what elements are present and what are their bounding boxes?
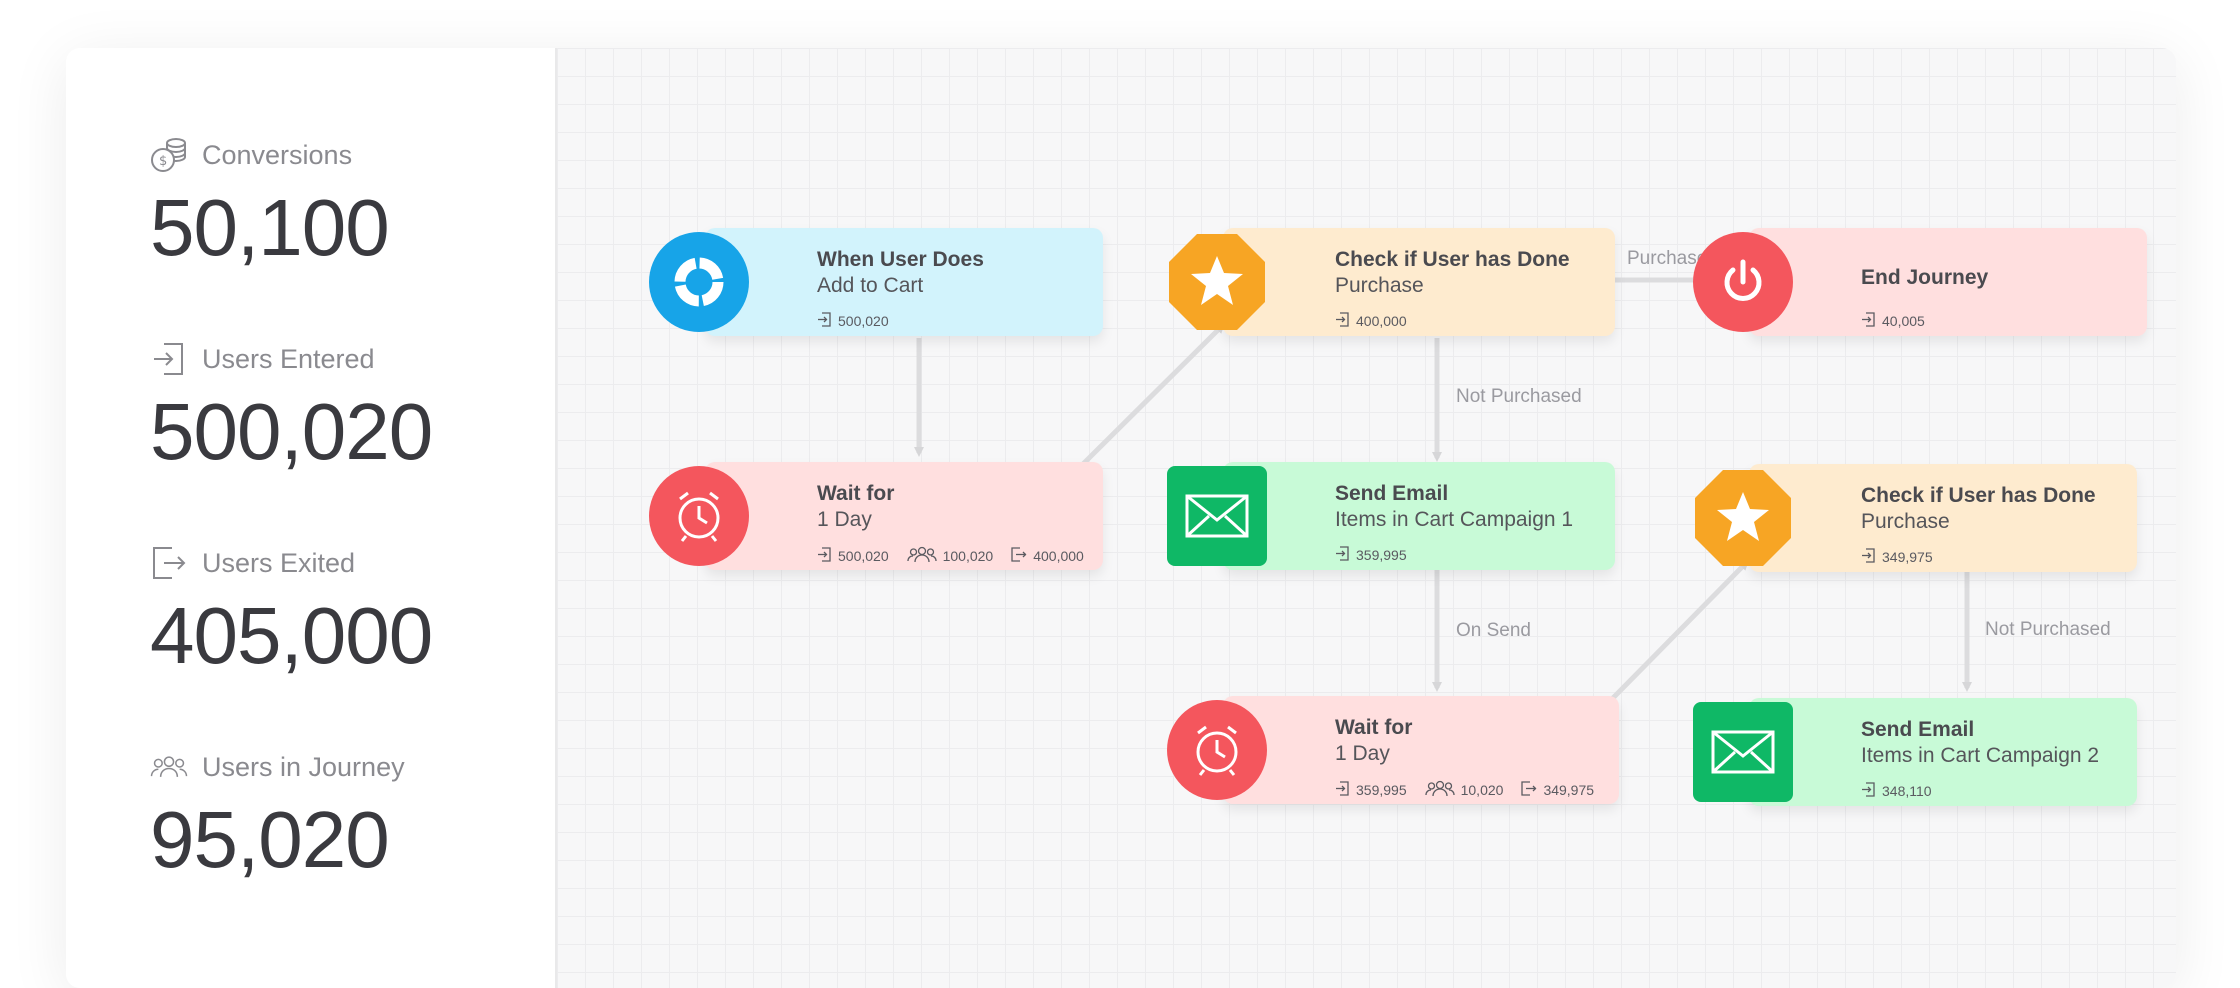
exit-icon (1011, 547, 1027, 565)
stat-value: 405,000 (150, 591, 433, 680)
stat-label: Users Exited (202, 547, 356, 578)
coins-icon: $ (150, 136, 188, 174)
stat-users-exited: Users Exited 405,000 (150, 544, 433, 680)
node-title: Check if User has Done (1861, 484, 2096, 507)
journey-card: $ Conversions 50,100 Users Entered 500,0… (66, 48, 2176, 988)
exit-icon (150, 544, 188, 582)
stat-label: Users in Journey (202, 751, 405, 782)
node-title: When User Does (817, 248, 984, 271)
exited-count: 349,975 (1543, 782, 1595, 798)
enter-icon (1861, 548, 1876, 566)
node-subtitle: Items in Cart Campaign 1 (1335, 508, 1574, 531)
entered-count: 40,005 (1882, 313, 1925, 329)
node-check-if-user-has-done-1[interactable]: Check if User has Done Purchase 400,000 (1169, 228, 1615, 336)
users-icon (906, 546, 937, 566)
edge-wait2-check2 (1609, 560, 1749, 702)
edge-label-not-purchased: Not Purchased (1456, 386, 1582, 407)
node-title: Send Email (1861, 718, 1975, 741)
exited-count: 400,000 (1033, 548, 1084, 564)
entered-count: 349,975 (1882, 549, 1933, 565)
node-subtitle: Purchase (1335, 274, 1424, 297)
in-journey-count: 10,020 (1460, 782, 1504, 798)
node-end-journey[interactable]: End Journey 40,005 (1693, 228, 2147, 336)
node-title: Check if User has Done (1335, 248, 1570, 271)
enter-icon (1861, 312, 1876, 330)
enter-icon (1861, 782, 1876, 800)
node-title: Wait for (1335, 716, 1413, 739)
stat-users-entered: Users Entered 500,020 (150, 340, 433, 476)
donut-icon (649, 232, 749, 332)
enter-icon (817, 547, 832, 565)
users-icon (1424, 780, 1455, 800)
edge-label-on-send: On Send (1456, 620, 1531, 641)
node-send-email-2[interactable]: Send Email Items in Cart Campaign 2 348,… (1693, 698, 2137, 806)
enter-icon (150, 340, 188, 378)
node-subtitle: Purchase (1861, 510, 1950, 533)
star-icon (1167, 232, 1267, 332)
stat-label: Users Entered (202, 343, 375, 374)
power-icon (1693, 232, 1793, 332)
enter-icon (1335, 312, 1350, 330)
node-when-user-does[interactable]: When User Does Add to Cart 500,020 (649, 228, 1103, 336)
envelope-icon (1693, 702, 1793, 802)
connector-lines (914, 275, 1972, 702)
entered-count: 500,020 (838, 313, 889, 329)
enter-icon (1335, 546, 1350, 564)
node-wait-for-1[interactable]: Wait for 1 Day 500,020 100,020 400,000 (649, 462, 1103, 570)
node-title: End Journey (1861, 266, 1989, 289)
entered-count: 348,110 (1882, 783, 1932, 799)
entered-count: 500,020 (838, 548, 889, 564)
stat-users-in-journey: Users in Journey 95,020 (150, 748, 405, 880)
stats-sidebar: $ Conversions 50,100 Users Entered 500,0… (66, 48, 557, 988)
node-send-email-1[interactable]: Send Email Items in Cart Campaign 1 359,… (1167, 462, 1615, 570)
node-subtitle: Items in Cart Campaign 2 (1861, 744, 2100, 767)
stat-conversions: $ Conversions 50,100 (150, 136, 390, 272)
stat-label: Conversions (202, 139, 353, 170)
svg-text:$: $ (159, 154, 167, 169)
node-subtitle: Add to Cart (817, 274, 924, 297)
stat-value: 500,020 (150, 387, 433, 476)
node-title: Send Email (1335, 482, 1449, 505)
edge-wait1-check1 (1077, 323, 1225, 470)
exit-icon (1521, 781, 1537, 799)
node-subtitle: 1 Day (817, 508, 872, 531)
users-icon (150, 748, 188, 786)
node-subtitle: 1 Day (1335, 742, 1390, 765)
alarm-clock-icon (649, 466, 749, 566)
enter-icon (817, 312, 832, 330)
star-icon (1693, 468, 1793, 568)
entered-count: 400,000 (1356, 313, 1407, 329)
envelope-icon (1167, 466, 1267, 566)
alarm-clock-icon (1167, 700, 1267, 800)
journey-canvas[interactable]: Purchased Not Purchased On Send Not Purc… (557, 48, 2176, 988)
in-journey-count: 100,020 (942, 548, 994, 564)
stat-value: 95,020 (150, 795, 390, 884)
node-title: Wait for (817, 482, 895, 505)
edge-label-not-purchased: Not Purchased (1985, 619, 2111, 640)
node-wait-for-2[interactable]: Wait for 1 Day 359,995 10,020 349,975 (1167, 696, 1619, 804)
enter-icon (1335, 781, 1350, 799)
node-check-if-user-has-done-2[interactable]: Check if User has Done Purchase 349,975 (1695, 464, 2137, 572)
stat-value: 50,100 (150, 183, 390, 272)
entered-count: 359,995 (1356, 782, 1407, 798)
entered-count: 359,995 (1356, 547, 1407, 563)
